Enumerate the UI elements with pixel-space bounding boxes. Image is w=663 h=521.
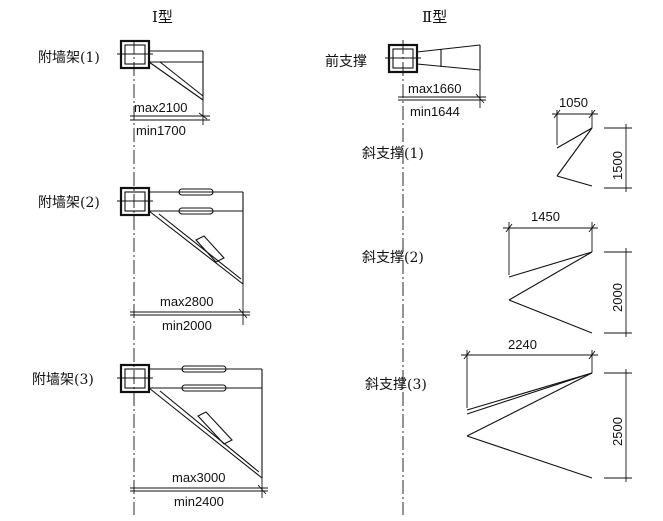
wall-frame-2-label: 附墙架(2) — [38, 195, 100, 211]
diagonal-brace-3-height: 2500 — [610, 417, 625, 446]
diagonal-brace-1-label: 斜支撑(1) — [362, 146, 424, 162]
front-support-min: min1644 — [410, 104, 460, 119]
diagonal-brace-2-width: 1450 — [531, 209, 560, 224]
front-support-max: max1660 — [408, 81, 461, 96]
wall-frame-2: 附墙架(2) max2800 min2000 — [38, 186, 250, 333]
front-support: 前支撑 max1660 min1644 — [325, 43, 486, 119]
type-1-title: Ⅰ型 — [152, 8, 173, 26]
wall-frame-1-min: min1700 — [136, 123, 186, 138]
wall-frame-2-min: min2000 — [162, 318, 212, 333]
diagonal-brace-1: 斜支撑(1) 1050 1500 — [362, 95, 632, 192]
wall-frame-1-max: max2100 — [134, 100, 187, 115]
wall-frame-3-min: min2400 — [174, 494, 224, 509]
diagonal-brace-3-label: 斜支撑(3) — [365, 377, 427, 393]
wall-frame-2-max: max2800 — [160, 294, 213, 309]
front-support-label: 前支撑 — [325, 53, 367, 70]
diagonal-brace-1-height: 1500 — [610, 151, 625, 180]
diagonal-brace-1-width: 1050 — [559, 95, 588, 110]
wall-frame-3-max: max3000 — [172, 470, 225, 485]
diagonal-brace-2-label: 斜支撑(2) — [362, 250, 424, 266]
diagonal-brace-3-width: 2240 — [508, 337, 537, 352]
wall-frame-3: 附墙架(3) max3000 min2400 — [32, 363, 268, 509]
diagonal-brace-2: 斜支撑(2) 1450 2000 — [362, 209, 632, 337]
diagonal-brace-2-height: 2000 — [610, 283, 625, 312]
wall-frame-1-label: 附墙架(1) — [38, 50, 100, 66]
wall-frame-3-label: 附墙架(3) — [32, 372, 94, 388]
wall-frame-1: 附墙架(1) max2100 min1700 — [38, 39, 210, 138]
type-2-title: Ⅱ型 — [422, 8, 447, 26]
diagonal-brace-3: 斜支撑(3) 2240 2500 — [365, 337, 632, 482]
